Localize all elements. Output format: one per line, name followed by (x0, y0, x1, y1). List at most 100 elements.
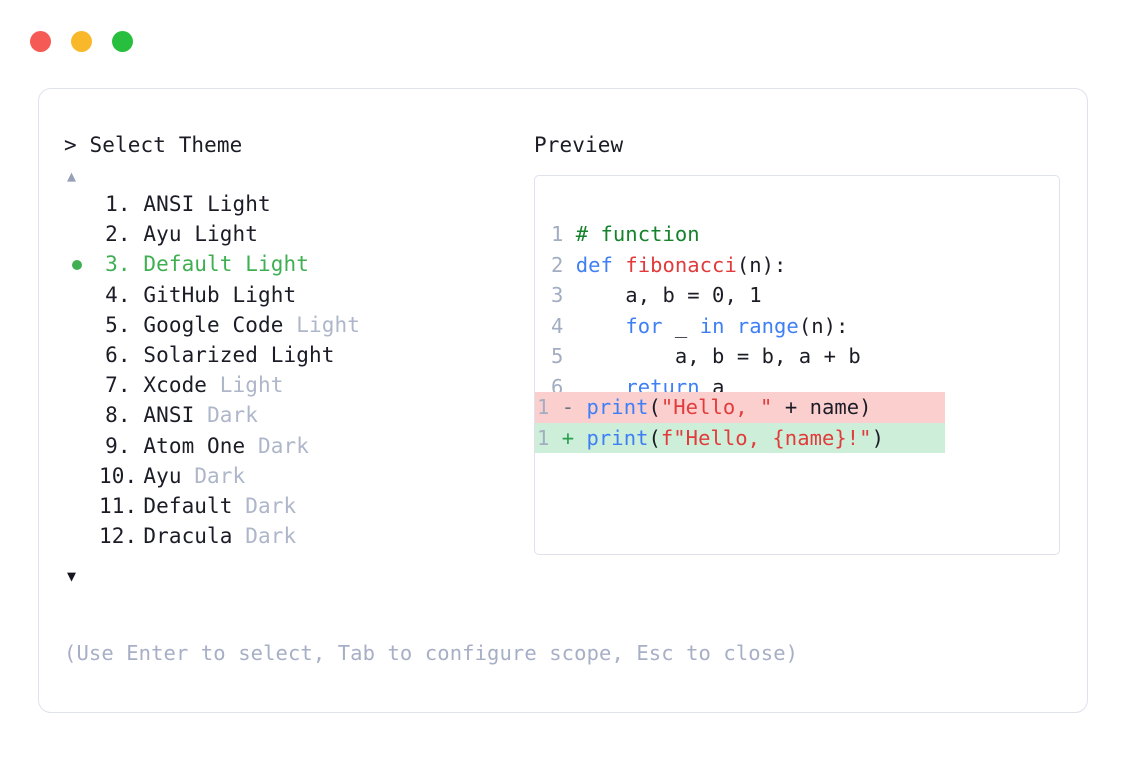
theme-list-item[interactable]: 2. Ayu Light (64, 219, 534, 249)
theme-item-mode: Light (296, 312, 360, 337)
preview-title: Preview (534, 133, 624, 157)
theme-item-mode: Light (245, 252, 310, 277)
code-token: + name) (772, 395, 872, 419)
diff-marker: - (549, 395, 587, 419)
theme-item-name: GitHub (130, 282, 233, 307)
theme-item-name: Atom One (130, 433, 259, 458)
theme-item-name: Default (130, 252, 246, 277)
code-line: 2 def fibonacci(n): (551, 250, 1059, 281)
theme-item-index: 12. (99, 524, 138, 549)
code-gutter-space (563, 314, 575, 338)
code-line-number: 4 (551, 313, 564, 338)
theme-item-label: 12. Dracula Dark (99, 521, 296, 551)
code-line-number: 5 (551, 344, 564, 368)
code-token: (n): (798, 313, 849, 338)
code-token: in range (699, 313, 799, 338)
theme-item-index: 9. (105, 433, 131, 458)
code-line-number: 1 (551, 222, 564, 246)
diff-line-add: 1 + print(f"Hello, {name}!") (535, 422, 945, 453)
maximize-window-button[interactable] (112, 31, 133, 52)
theme-item-index: 6. (105, 342, 131, 367)
theme-item-label: 1. ANSI Light (99, 189, 271, 219)
theme-item-label: 8. ANSI Dark (99, 400, 258, 430)
diff-sample: 1 - print("Hello, " + name)1 + print(f"H… (535, 392, 1059, 453)
code-token: def (575, 252, 626, 277)
theme-list-item[interactable]: 5. Google Code Light (64, 310, 534, 340)
code-gutter-space (563, 283, 575, 307)
theme-item-name: Xcode (130, 373, 220, 398)
code-token: ( (648, 425, 661, 450)
diff-line-number: 1 (537, 395, 550, 419)
diff-marker: + (549, 425, 587, 450)
theme-item-index: 2. (105, 222, 131, 247)
selector-prompt-title: > Select Theme (64, 133, 243, 157)
keyboard-hint-text: (Use Enter to select, Tab to configure s… (64, 641, 799, 665)
theme-list-item[interactable]: 10. Ayu Dark (64, 461, 534, 491)
theme-item-mode: Dark (245, 524, 297, 549)
code-token: (n): (736, 252, 787, 277)
code-line: 3 a, b = 0, 1 (551, 280, 1059, 311)
code-token: print (586, 425, 649, 450)
theme-item-label: 3. Default Light (99, 249, 309, 279)
theme-list-item[interactable]: 4. GitHub Light (64, 280, 534, 310)
theme-list-item[interactable]: 11. Default Dark (64, 491, 534, 521)
scroll-up-arrow-icon[interactable]: ▲ (67, 167, 77, 185)
code-token: a, b = 0, 1 (575, 283, 762, 307)
code-gutter-space (563, 222, 575, 246)
theme-item-label: 9. Atom One Dark (99, 431, 309, 461)
theme-item-index: 10. (99, 463, 138, 488)
theme-item-label: 11. Default Dark (99, 491, 296, 521)
code-token: _ (662, 313, 700, 338)
theme-item-index: 5. (105, 312, 131, 337)
theme-item-mode: Dark (207, 403, 259, 428)
theme-item-name: Ayu (130, 222, 195, 247)
theme-item-index: 1. (105, 192, 131, 216)
code-token: f"Hello, {name}!" (660, 425, 872, 450)
code-gutter-space (563, 253, 575, 277)
minimize-window-button[interactable] (71, 31, 92, 52)
window-controls (30, 31, 133, 52)
code-line-number: 3 (551, 283, 564, 307)
close-window-button[interactable] (30, 31, 51, 52)
theme-item-mode: Light (207, 192, 271, 216)
theme-item-mode: Light (270, 342, 335, 367)
code-line: 5 a, b = b, a + b (551, 341, 1059, 372)
theme-list-item[interactable]: 12. Dracula Dark (64, 521, 534, 551)
theme-list-item[interactable]: 7. Xcode Light (64, 370, 534, 400)
code-token: for (625, 313, 663, 338)
scroll-down-arrow-icon[interactable]: ▼ (67, 567, 77, 586)
theme-list-item[interactable]: 8. ANSI Dark (64, 400, 534, 430)
theme-item-index: 11. (99, 493, 138, 518)
theme-list-item[interactable]: 1. ANSI Light (64, 189, 534, 219)
theme-item-name: Solarized (130, 342, 271, 367)
code-line: 4 for _ in range(n): (551, 311, 1059, 342)
theme-item-index: 7. (105, 373, 131, 398)
code-token: a, b = b, a + b (575, 344, 861, 368)
code-token: "Hello, " (660, 395, 773, 419)
theme-item-name: ANSI (130, 192, 208, 216)
theme-item-label: 4. GitHub Light (99, 280, 296, 310)
theme-item-label: 2. Ayu Light (99, 219, 258, 249)
theme-item-name: ANSI (130, 403, 208, 428)
code-token: ( (648, 395, 661, 419)
code-token: print (586, 395, 649, 419)
code-token: ) (871, 425, 884, 450)
theme-list-item[interactable]: 9. Atom One Dark (64, 431, 534, 461)
code-token: # function (575, 222, 700, 246)
code-gutter-space (563, 344, 575, 368)
code-line: 1 # function (551, 219, 1059, 250)
theme-item-mode: Light (219, 373, 284, 398)
theme-list-item[interactable]: 6. Solarized Light (64, 340, 534, 370)
theme-list-item[interactable]: 3. Default Light (64, 249, 534, 279)
theme-item-name: Default (130, 493, 246, 518)
diff-line-number: 1 (537, 425, 550, 450)
theme-item-index: 4. (105, 282, 131, 307)
theme-item-mode: Dark (194, 463, 246, 488)
theme-item-label: 7. Xcode Light (99, 370, 284, 400)
